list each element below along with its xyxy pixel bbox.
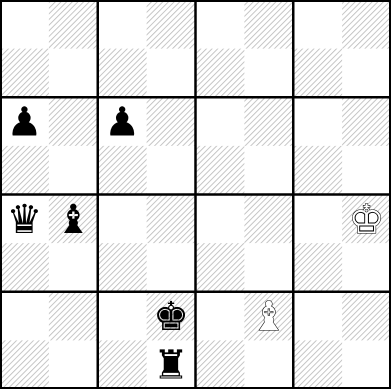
- square-a3[interactable]: [0, 243, 49, 292]
- black-pawn-a6-icon[interactable]: ♟: [7, 100, 43, 146]
- square-b7[interactable]: [49, 49, 98, 98]
- square-f5[interactable]: [244, 146, 293, 195]
- square-h6[interactable]: [342, 97, 391, 146]
- square-c3[interactable]: [98, 243, 147, 292]
- square-e7[interactable]: [196, 49, 245, 98]
- square-f6[interactable]: [244, 97, 293, 146]
- square-b1[interactable]: [49, 340, 98, 389]
- square-h5[interactable]: [342, 146, 391, 195]
- square-c1[interactable]: [98, 340, 147, 389]
- square-e5[interactable]: [196, 146, 245, 195]
- square-e3[interactable]: [196, 243, 245, 292]
- square-f7[interactable]: [244, 49, 293, 98]
- white-bishop-f2-icon[interactable]: ♝: [251, 294, 287, 340]
- square-b3[interactable]: [49, 243, 98, 292]
- square-d6[interactable]: [147, 97, 196, 146]
- square-g7[interactable]: [293, 49, 342, 98]
- square-b5[interactable]: [49, 146, 98, 195]
- square-f4[interactable]: [244, 195, 293, 244]
- square-a5[interactable]: [0, 146, 49, 195]
- square-h2[interactable]: [342, 292, 391, 341]
- square-e8[interactable]: [196, 0, 245, 49]
- square-d8[interactable]: [147, 0, 196, 49]
- square-d3[interactable]: [147, 243, 196, 292]
- square-a8[interactable]: [0, 0, 49, 49]
- square-g6[interactable]: [293, 97, 342, 146]
- square-a2[interactable]: [0, 292, 49, 341]
- black-rook-d1-icon[interactable]: ♜: [153, 343, 189, 389]
- square-h1[interactable]: [342, 340, 391, 389]
- square-a7[interactable]: [0, 49, 49, 98]
- square-d4[interactable]: [147, 195, 196, 244]
- white-king-h4-icon[interactable]: ♚: [349, 197, 385, 243]
- black-queen-a4-icon[interactable]: ♛: [7, 197, 43, 243]
- square-g2[interactable]: [293, 292, 342, 341]
- square-h8[interactable]: [342, 0, 391, 49]
- black-bishop-b4-icon[interactable]: ♝: [55, 197, 91, 243]
- square-h3[interactable]: [342, 243, 391, 292]
- square-e6[interactable]: [196, 97, 245, 146]
- square-g4[interactable]: [293, 195, 342, 244]
- square-a1[interactable]: [0, 340, 49, 389]
- square-h7[interactable]: [342, 49, 391, 98]
- square-e4[interactable]: [196, 195, 245, 244]
- square-f1[interactable]: [244, 340, 293, 389]
- black-king-d2-icon[interactable]: ♚: [153, 294, 189, 340]
- square-e1[interactable]: [196, 340, 245, 389]
- square-e2[interactable]: [196, 292, 245, 341]
- square-d7[interactable]: [147, 49, 196, 98]
- square-g8[interactable]: [293, 0, 342, 49]
- square-f8[interactable]: [244, 0, 293, 49]
- square-c4[interactable]: [98, 195, 147, 244]
- square-f3[interactable]: [244, 243, 293, 292]
- square-g1[interactable]: [293, 340, 342, 389]
- square-b6[interactable]: [49, 97, 98, 146]
- square-c8[interactable]: [98, 0, 147, 49]
- square-c2[interactable]: [98, 292, 147, 341]
- square-c5[interactable]: [98, 146, 147, 195]
- square-b2[interactable]: [49, 292, 98, 341]
- square-b8[interactable]: [49, 0, 98, 49]
- black-pawn-c6-icon[interactable]: ♟: [104, 100, 140, 146]
- square-g3[interactable]: [293, 243, 342, 292]
- square-g5[interactable]: [293, 146, 342, 195]
- square-c7[interactable]: [98, 49, 147, 98]
- square-d5[interactable]: [147, 146, 196, 195]
